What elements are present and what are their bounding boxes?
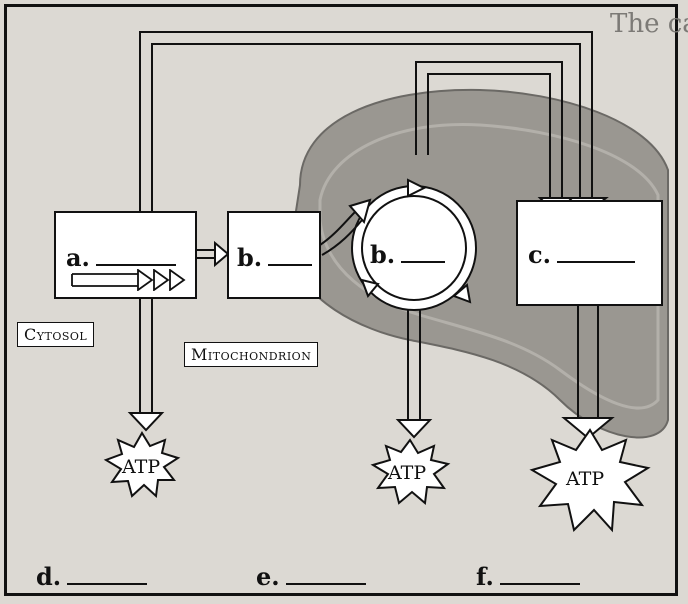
electron-transport-box: c.: [516, 200, 663, 306]
answer-label-f: f.: [476, 562, 580, 591]
glycolysis-box: a.: [54, 211, 197, 299]
answer-label-e: e.: [256, 562, 366, 591]
glycolysis-box-letter: a.: [66, 243, 90, 272]
answer-blank: [557, 259, 635, 263]
answer-blank: [500, 581, 580, 585]
mitochondrion-label: Mitochondrion: [184, 342, 318, 367]
answer-label-d: d.: [36, 562, 147, 591]
krebs-cycle-letter: b.: [370, 240, 395, 269]
atp-label-1: ATP: [122, 456, 160, 478]
atp-label-2: ATP: [388, 462, 426, 484]
answer-blank: [268, 262, 312, 266]
answer-blank: [286, 581, 366, 585]
cytosol-label: Cytosol: [17, 322, 94, 347]
answer-blank: [67, 581, 147, 585]
arrow-a-to-b: [197, 250, 215, 258]
electron-transport-box-letter: c.: [528, 240, 551, 269]
atp-label-3: ATP: [566, 468, 604, 490]
pyruvate-box: b.: [227, 211, 321, 299]
answer-blank: [401, 259, 445, 263]
pyruvate-box-letter: b.: [237, 243, 262, 272]
arrow-a-to-atp: [140, 298, 152, 415]
background-text-fragments: The cat: [610, 8, 688, 41]
glycolysis-steps-arrow: [70, 269, 190, 291]
answer-blank: [96, 262, 176, 266]
